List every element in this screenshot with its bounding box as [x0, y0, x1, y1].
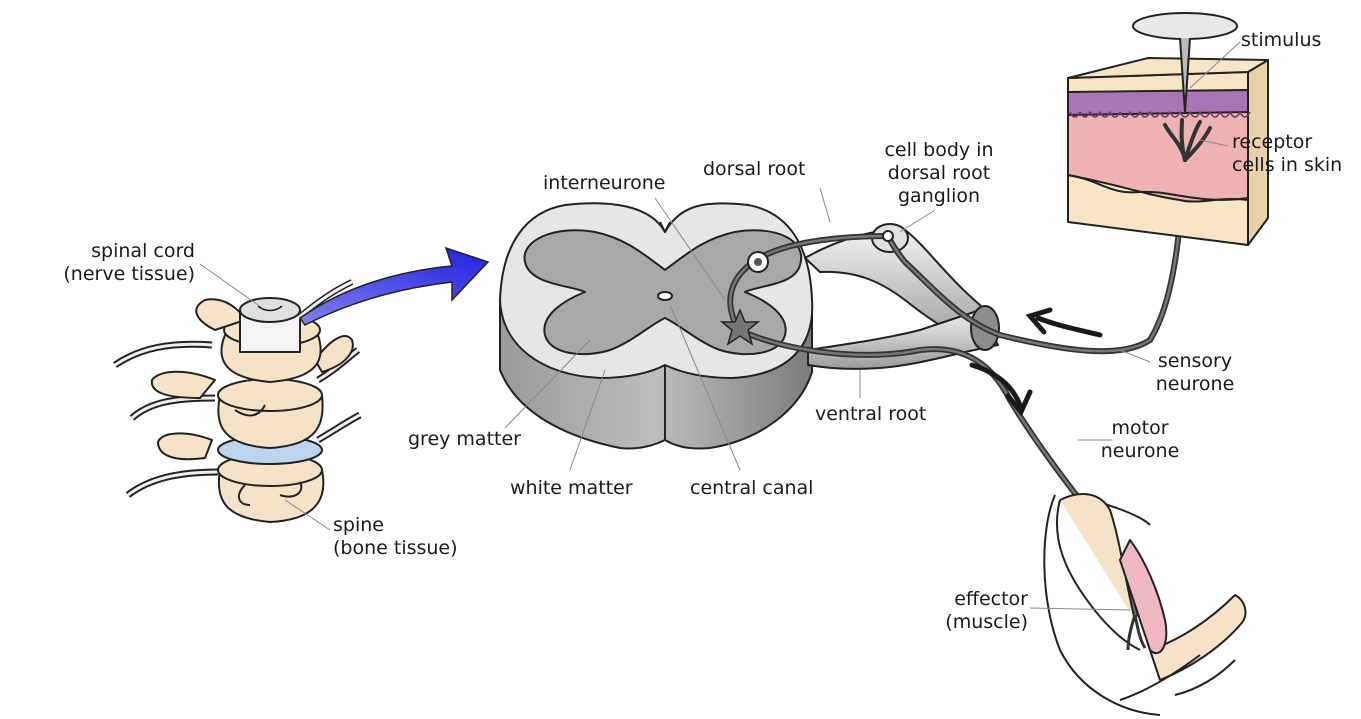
- label-effector-line1: effector: [954, 588, 1028, 610]
- label-motor-neurone: motor neurone: [1085, 417, 1195, 463]
- label-sensory-neurone-line1: sensory: [1157, 350, 1233, 372]
- label-cell-body-line2: dorsal root: [887, 162, 991, 184]
- leader-lines: [199, 41, 1241, 611]
- label-ventral-root: ventral root: [815, 403, 927, 425]
- label-effector-line2: (muscle): [945, 611, 1028, 633]
- label-cell-body-line1: cell body in: [884, 139, 994, 161]
- effector-illustration: [1043, 493, 1247, 716]
- magnify-arrow: [298, 246, 490, 326]
- nerve-roots: [804, 223, 1000, 370]
- receptor-endings: [1163, 118, 1212, 162]
- label-spine-line2: (bone tissue): [333, 537, 458, 559]
- label-effector: effector (muscle): [920, 588, 1028, 634]
- label-white-matter: white matter: [510, 477, 633, 499]
- label-dorsal-root: dorsal root: [703, 158, 806, 180]
- label-spinal-cord: spinal cord (nerve tissue): [40, 240, 195, 286]
- label-spine: spine (bone tissue): [333, 514, 458, 560]
- label-grey-matter: grey matter: [408, 428, 521, 450]
- label-sensory-neurone: sensory neurone: [1145, 350, 1245, 396]
- label-motor-neurone-line2: neurone: [1100, 440, 1180, 462]
- label-receptor-line2: cells in skin: [1232, 154, 1343, 176]
- label-spinal-cord-line2: (nerve tissue): [63, 263, 195, 285]
- label-receptor-line1: receptor: [1232, 131, 1313, 153]
- label-cell-body: cell body in dorsal root ganglion: [866, 139, 1012, 208]
- label-motor-neurone-line1: motor: [1111, 417, 1169, 439]
- label-sensory-neurone-line2: neurone: [1155, 373, 1235, 395]
- spine-illustration: [113, 279, 362, 523]
- label-spinal-cord-line1: spinal cord: [91, 240, 195, 262]
- label-spine-line1: spine: [333, 514, 384, 536]
- label-stimulus: stimulus: [1241, 29, 1322, 51]
- interneurone-cell: [719, 308, 761, 346]
- label-central-canal: central canal: [690, 477, 814, 499]
- stimulus-probe: [1132, 12, 1238, 113]
- direction-arrows: [969, 307, 1103, 417]
- cell-body: [882, 230, 894, 242]
- label-receptor: receptor cells in skin: [1232, 131, 1342, 177]
- label-interneurone: interneurone: [543, 172, 666, 194]
- skin-block: [1067, 57, 1269, 246]
- spinal-cord-section: [499, 202, 814, 450]
- label-cell-body-line3: ganglion: [897, 185, 981, 207]
